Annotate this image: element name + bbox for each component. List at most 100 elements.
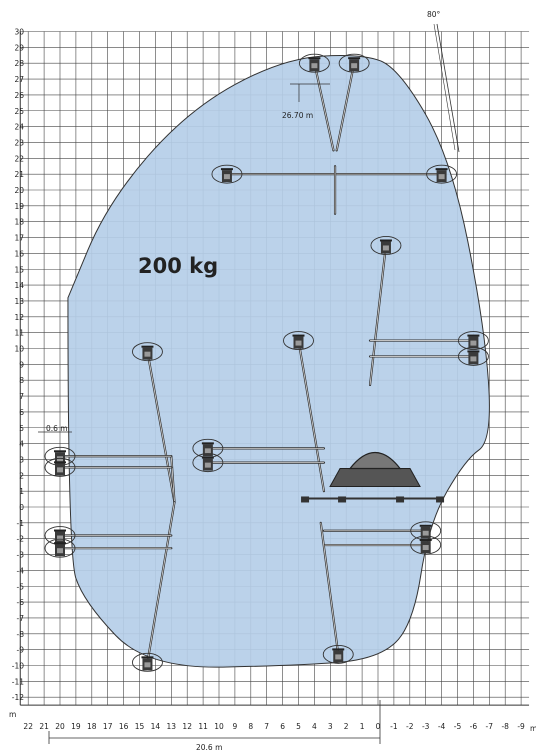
y-tick-label: 8 — [19, 376, 24, 385]
platform-basket-detail — [57, 467, 63, 473]
platform-rail — [308, 57, 321, 60]
max-height-label: 26.70 m — [282, 111, 313, 120]
platform-basket-detail — [335, 654, 342, 660]
x-tick-label: -4 — [438, 722, 446, 731]
platform-envelope — [44, 538, 76, 558]
platform-basket-detail — [295, 340, 302, 346]
x-tick-label: -5 — [454, 722, 462, 731]
platform-rail — [419, 524, 432, 527]
x-tick-label: -2 — [406, 722, 414, 731]
y-tick-label: 13 — [14, 297, 24, 306]
y-tick-label: -2 — [17, 535, 25, 544]
outrigger-foot — [436, 496, 445, 503]
platform-rail — [54, 450, 66, 453]
angle-label: 80° — [427, 10, 441, 19]
x-tick-label: 22 — [23, 722, 33, 731]
outrigger-foot — [301, 496, 310, 503]
machine-layer — [44, 53, 489, 672]
x-tick-label: 1 — [360, 722, 365, 731]
outrigger-foot — [338, 496, 347, 503]
height-unit-label: m — [9, 710, 16, 719]
platform-rail — [141, 656, 154, 659]
y-tick-label: 25 — [14, 107, 24, 116]
x-tick-label: 10 — [214, 722, 224, 731]
platform-basket-detail — [57, 548, 63, 554]
x-tick-label: 16 — [119, 722, 129, 731]
x-tick-label: 5 — [296, 722, 301, 731]
boom-arm-highlight — [320, 522, 339, 655]
platform-basket-detail — [144, 351, 151, 357]
platform-rail — [54, 529, 66, 532]
platform-rail — [292, 334, 305, 337]
platform-rail — [332, 648, 345, 651]
platform-basket-detail — [204, 448, 211, 454]
platform-envelope — [457, 346, 489, 366]
platform-basket-detail — [57, 535, 63, 541]
platform-rail — [201, 442, 214, 445]
y-tick-label: 19 — [14, 202, 24, 211]
platform-rail — [419, 539, 432, 542]
x-tick-label: 0 — [376, 722, 381, 731]
x-tick-label: 13 — [167, 722, 177, 731]
y-tick-label: 3 — [19, 455, 24, 464]
x-tick-label: 14 — [151, 722, 161, 731]
angle-line — [436, 23, 460, 153]
platform-rail — [348, 57, 361, 60]
y-tick-label: 11 — [14, 329, 24, 338]
x-tick-label: 6 — [280, 722, 285, 731]
platform-basket-detail — [223, 174, 230, 180]
platform-rail — [467, 334, 480, 337]
platform-rail — [201, 456, 214, 459]
x-tick-label: 4 — [312, 722, 317, 731]
platform-envelope — [410, 535, 442, 555]
boom-arm-highlight — [369, 245, 387, 386]
x-tick-label: 2 — [344, 722, 349, 731]
y-tick-label: 20 — [14, 186, 24, 195]
x-tick-label: -1 — [390, 722, 398, 731]
x-tick-label: -8 — [501, 722, 509, 731]
y-tick-label: -5 — [17, 582, 25, 591]
x-tick-label: 17 — [103, 722, 113, 731]
x-tick-label: 7 — [264, 722, 269, 731]
platform-envelope — [192, 453, 224, 473]
y-tick-label: -10 — [12, 662, 24, 671]
y-tick-label: 1 — [19, 487, 24, 496]
boom-arm-highlight — [170, 456, 175, 503]
x-tick-label: 8 — [248, 722, 253, 731]
boom-arm-highlight — [147, 351, 175, 503]
platform-envelope — [131, 652, 163, 672]
x-tick-label: 12 — [182, 722, 192, 731]
boom-arm-highlight — [314, 63, 334, 151]
platform-envelope — [298, 53, 330, 73]
y-tick-label: -7 — [17, 614, 25, 623]
y-tick-label: 18 — [14, 218, 24, 227]
platform-basket-detail — [422, 545, 429, 551]
x-tick-label: -6 — [470, 722, 478, 731]
offset-label: 0.6 m — [46, 424, 68, 433]
axis-labels: 3029282726252423222120191817161514131211… — [12, 28, 525, 732]
x-tick-label: 9 — [233, 722, 238, 731]
boom-arm-highlight — [298, 340, 325, 492]
platform-basket-detail — [422, 530, 429, 536]
x-tick-label: 15 — [135, 722, 145, 731]
y-tick-label: -12 — [12, 693, 24, 702]
platform-basket-detail — [438, 174, 445, 180]
boom-arm-highlight — [147, 502, 175, 663]
y-tick-label: 24 — [14, 123, 24, 132]
y-tick-label: 21 — [14, 170, 24, 179]
platform-basket-detail — [382, 245, 389, 251]
platform-envelope — [338, 53, 370, 73]
platform-rail — [379, 239, 392, 242]
platform-basket-detail — [204, 462, 211, 468]
x-tick-label: 18 — [87, 722, 97, 731]
x-tick-label: 20 — [55, 722, 65, 731]
y-tick-label: 28 — [14, 59, 24, 68]
y-tick-label: -11 — [12, 677, 24, 686]
x-tick-label: -3 — [422, 722, 430, 731]
reach-unit-label: m — [530, 724, 536, 733]
angle-line-2 — [433, 23, 456, 151]
y-tick-label: 0 — [19, 503, 24, 512]
load-label: 200 kg — [138, 254, 218, 278]
platform-basket-detail — [470, 340, 477, 346]
